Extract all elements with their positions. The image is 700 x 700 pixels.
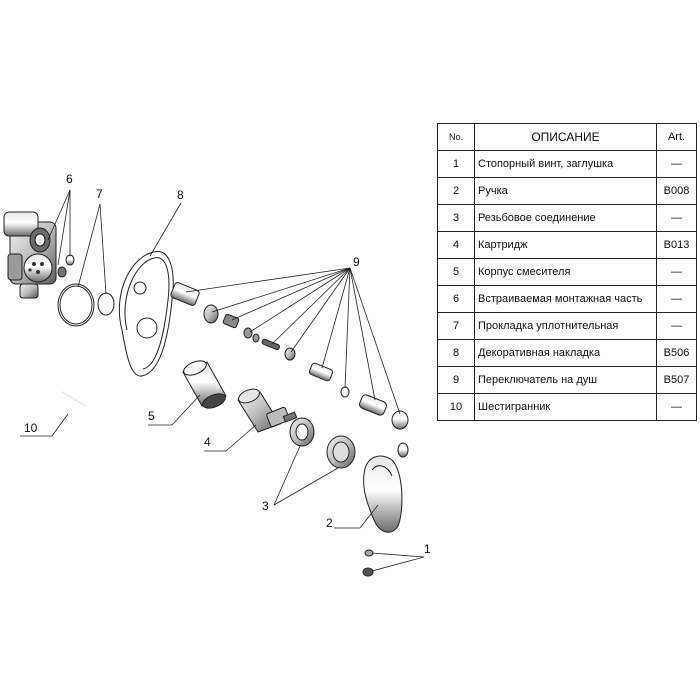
row-description: Ручка bbox=[474, 177, 657, 205]
callout-1: 1 bbox=[424, 542, 431, 556]
header-art: Art. bbox=[656, 123, 697, 151]
row-number: 5 bbox=[437, 258, 475, 286]
part-3-threaded-connections bbox=[289, 417, 356, 469]
row-description: Картридж bbox=[474, 231, 657, 259]
callout-5: 5 bbox=[148, 409, 155, 423]
callout-3: 3 bbox=[262, 499, 269, 513]
row-description: Шестигранник bbox=[474, 393, 657, 421]
row-description: Прокладка уплотнительная bbox=[474, 312, 657, 340]
callout-4: 4 bbox=[204, 435, 211, 449]
part-9-shower-diverter bbox=[170, 282, 409, 430]
row-description: Резьбовое соединение bbox=[474, 204, 657, 232]
parts-table-header: No. ОПИСАНИЕ Art. bbox=[437, 123, 697, 151]
row-number: 9 bbox=[437, 366, 475, 394]
leader-lines bbox=[20, 189, 425, 572]
row-art: — bbox=[656, 312, 697, 340]
part-10-hex-key bbox=[61, 391, 87, 424]
callout-6: 6 bbox=[66, 172, 73, 186]
part-5-mixer-housing bbox=[182, 360, 227, 409]
row-description: Декоративная накладка bbox=[474, 339, 657, 367]
callout-10: 10 bbox=[24, 421, 38, 435]
callout-7: 7 bbox=[96, 187, 103, 201]
row-number: 1 bbox=[437, 150, 475, 178]
row-description: Корпус смесителя bbox=[474, 258, 657, 286]
row-number: 8 bbox=[437, 339, 475, 367]
row-description: Встраиваемая монтажная часть bbox=[474, 285, 657, 313]
row-art: — bbox=[656, 258, 697, 286]
row-number: 3 bbox=[437, 204, 475, 232]
callout-2: 2 bbox=[326, 516, 333, 530]
row-number: 6 bbox=[437, 285, 475, 313]
header-description: ОПИСАНИЕ bbox=[474, 123, 657, 151]
row-art: — bbox=[656, 393, 697, 421]
callout-9: 9 bbox=[353, 255, 360, 269]
callout-8: 8 bbox=[177, 188, 184, 202]
row-description: Стопорный винт, заглушка bbox=[474, 150, 657, 178]
row-art: B013 bbox=[656, 231, 697, 259]
row-art: — bbox=[656, 285, 697, 313]
row-number: 10 bbox=[437, 393, 475, 421]
row-art: B507 bbox=[656, 366, 697, 394]
row-art: B008 bbox=[656, 177, 697, 205]
part-8-decorative-plate bbox=[118, 251, 174, 377]
row-art: B506 bbox=[656, 339, 697, 367]
row-number: 2 bbox=[437, 177, 475, 205]
row-art: — bbox=[656, 150, 697, 178]
row-number: 7 bbox=[437, 312, 475, 340]
part-2-handle bbox=[363, 442, 409, 533]
row-number: 4 bbox=[437, 231, 475, 259]
header-no: No. bbox=[437, 123, 475, 151]
row-art: — bbox=[656, 204, 697, 232]
part-1-set-screws bbox=[362, 549, 374, 577]
row-description: Переключатель на душ bbox=[474, 366, 657, 394]
part-4-cartridge bbox=[237, 388, 298, 433]
part-6-mounting-body bbox=[3, 211, 75, 299]
